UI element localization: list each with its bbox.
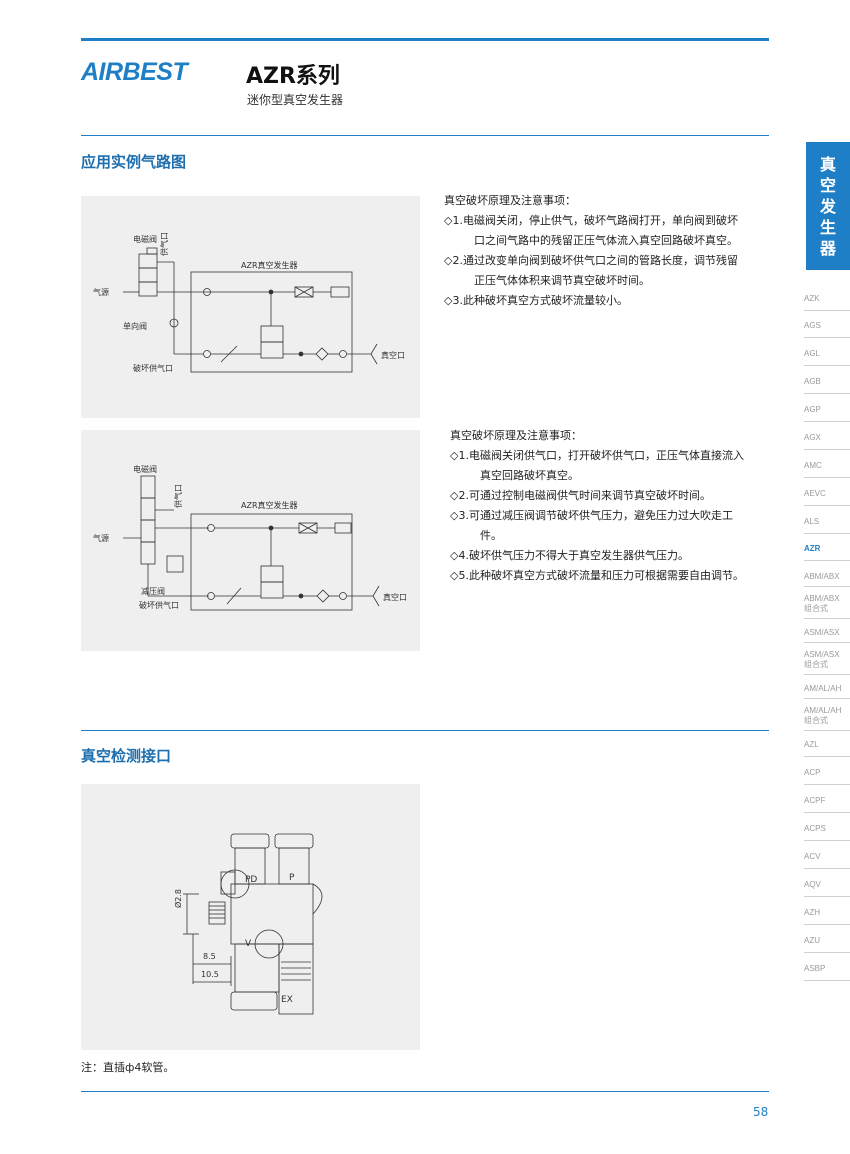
sidebar-category-tab[interactable]: 真 空 发 生 器 bbox=[806, 142, 850, 270]
sidebar-item-azh[interactable]: AZH bbox=[804, 908, 850, 925]
label-break-port: 破坏供气口 bbox=[139, 600, 179, 610]
sidebar-item-acps[interactable]: ACPS bbox=[804, 824, 850, 841]
tab-char: 真 bbox=[819, 154, 836, 174]
port-drawing-svg: Ø2.8 8.5 10.5 PD P V EX bbox=[173, 833, 323, 1015]
sidebar-item-acp[interactable]: ACP bbox=[804, 768, 850, 785]
sidebar-item-asm-asx-combo[interactable]: ASM/ASX组合式 bbox=[804, 650, 850, 675]
sidebar-item-aqv[interactable]: AQV bbox=[804, 880, 850, 897]
sidebar-item-agx[interactable]: AGX bbox=[804, 433, 850, 450]
circuit-diagram-2: 电磁阀 供气口 气源 减压阀 破坏供气口 AZR真空发生器 真空口 bbox=[81, 430, 420, 651]
series-subtitle: 迷你型真空发生器 bbox=[247, 93, 344, 107]
note-item: ◇3.此种破坏真空方式破坏流量较小。 bbox=[444, 294, 628, 307]
mark-p: P bbox=[289, 873, 295, 883]
sidebar-item-abm-abx-combo[interactable]: ABM/ABX组合式 bbox=[804, 594, 850, 619]
dim-10-5: 10.5 bbox=[201, 970, 219, 979]
label-air-source: 气源 bbox=[93, 533, 109, 543]
dim-diameter: Ø2.8 bbox=[173, 889, 183, 908]
circuit-diagram-1-svg: 电磁阀 供气口 气源 单向阀 破坏供气口 AZR真空发生器 真空口 bbox=[93, 232, 405, 373]
section-rule bbox=[81, 730, 769, 731]
dim-8-5: 8.5 bbox=[203, 952, 216, 961]
label-check-valve: 单向阀 bbox=[123, 321, 147, 331]
note-item: ◇4.破坏供气压力不得大于真空发生器供气压力。 bbox=[450, 549, 689, 562]
sidebar-item-aevc[interactable]: AEVC bbox=[804, 489, 850, 506]
label-generator: AZR真空发生器 bbox=[241, 260, 298, 270]
sidebar-item-azk[interactable]: AZK bbox=[804, 294, 850, 311]
sidebar-item-azu[interactable]: AZU bbox=[804, 936, 850, 953]
sidebar-item-agp[interactable]: AGP bbox=[804, 405, 850, 422]
mark-v: V bbox=[245, 939, 252, 949]
label-solenoid: 电磁阀 bbox=[133, 234, 157, 244]
tab-char: 器 bbox=[819, 238, 836, 258]
tab-char: 发 bbox=[819, 196, 836, 216]
sidebar-item-als[interactable]: ALS bbox=[804, 517, 850, 534]
note-item: ◇3.可通过减压阀调节破坏供气压力，避免压力过大吹走工件。 bbox=[450, 509, 733, 542]
tab-char: 生 bbox=[819, 217, 836, 237]
mark-pd: PD bbox=[245, 875, 257, 885]
section-rule bbox=[81, 135, 769, 136]
section-title-circuit: 应用实例气路图 bbox=[81, 153, 187, 171]
sidebar-item-acv[interactable]: ACV bbox=[804, 852, 850, 869]
sidebar-item-azl[interactable]: AZL bbox=[804, 740, 850, 757]
sidebar-item-am-al-ah-combo[interactable]: AM/AL/AH组合式 bbox=[804, 706, 850, 731]
circuit-diagram-2-svg: 电磁阀 供气口 气源 减压阀 破坏供气口 AZR真空发生器 真空口 bbox=[93, 464, 407, 611]
brand-logo: AIRBEST bbox=[81, 58, 188, 86]
label-generator: AZR真空发生器 bbox=[241, 500, 298, 510]
sidebar-item-amc[interactable]: AMC bbox=[804, 461, 850, 478]
sidebar-item-abm-abx[interactable]: ABM/ABX bbox=[804, 572, 850, 587]
label-supply-port: 供气口 bbox=[173, 484, 183, 508]
mark-ex: EX bbox=[281, 995, 293, 1005]
sidebar-item-asbp[interactable]: ASBP bbox=[804, 964, 850, 981]
sidebar-item-agl[interactable]: AGL bbox=[804, 349, 850, 366]
note-item: ◇1.电磁阀关闭，停止供气，破坏气路阀打开，单向阀到破坏口之间气路中的残留正压气… bbox=[444, 214, 738, 247]
sidebar-item-ags[interactable]: AGS bbox=[804, 321, 850, 338]
port-drawing: Ø2.8 8.5 10.5 PD P V EX bbox=[81, 784, 420, 1050]
notes-heading: 真空破坏原理及注意事项： bbox=[450, 429, 582, 442]
label-regulator: 减压阀 bbox=[141, 586, 165, 596]
label-solenoid: 电磁阀 bbox=[133, 464, 157, 474]
footnote: 注：直插ф4软管。 bbox=[81, 1061, 175, 1074]
label-air-source: 气源 bbox=[93, 287, 109, 297]
label-supply-port: 供气口 bbox=[159, 232, 169, 256]
notes-block-1: 真空破坏原理及注意事项： ◇1.电磁阀关闭，停止供气，破坏气路阀打开，单向阀到破… bbox=[444, 191, 744, 311]
section-title-detection: 真空检测接口 bbox=[81, 747, 172, 765]
note-item: ◇1.电磁阀关闭供气口，打开破坏供气口，正压气体直接流入真空回路破坏真空。 bbox=[450, 449, 744, 482]
sidebar-item-asm-asx[interactable]: ASM/ASX bbox=[804, 628, 850, 643]
note-item: ◇2.可通过控制电磁阀供气时间来调节真空破坏时间。 bbox=[450, 489, 711, 502]
label-vacuum-port: 真空口 bbox=[381, 350, 405, 360]
series-title: AZR系列 bbox=[246, 64, 340, 89]
sidebar-item-am-al-ah[interactable]: AM/AL/AH bbox=[804, 684, 850, 699]
notes-block-2: 真空破坏原理及注意事项： ◇1.电磁阀关闭供气口，打开破坏供气口，正压气体直接流… bbox=[450, 426, 745, 586]
sidebar-item-acpf[interactable]: ACPF bbox=[804, 796, 850, 813]
note-item: ◇5.此种破坏真空方式破坏流量和压力可根据需要自由调节。 bbox=[450, 569, 744, 582]
label-break-port: 破坏供气口 bbox=[133, 363, 173, 373]
note-item: ◇2.通过改变单向阀到破坏供气口之间的管路长度，调节残留正压气体体积来调节真空破… bbox=[444, 254, 738, 287]
page-number: 58 bbox=[753, 1105, 769, 1119]
notes-heading: 真空破坏原理及注意事项： bbox=[444, 194, 576, 207]
bottom-rule bbox=[81, 1091, 769, 1092]
sidebar-item-agb[interactable]: AGB bbox=[804, 377, 850, 394]
tab-char: 空 bbox=[819, 175, 836, 195]
top-rule bbox=[81, 38, 769, 41]
sidebar-item-azr[interactable]: AZR bbox=[804, 544, 850, 561]
circuit-diagram-1: 电磁阀 供气口 气源 单向阀 破坏供气口 AZR真空发生器 真空口 bbox=[81, 196, 420, 418]
label-vacuum-port: 真空口 bbox=[383, 592, 407, 602]
